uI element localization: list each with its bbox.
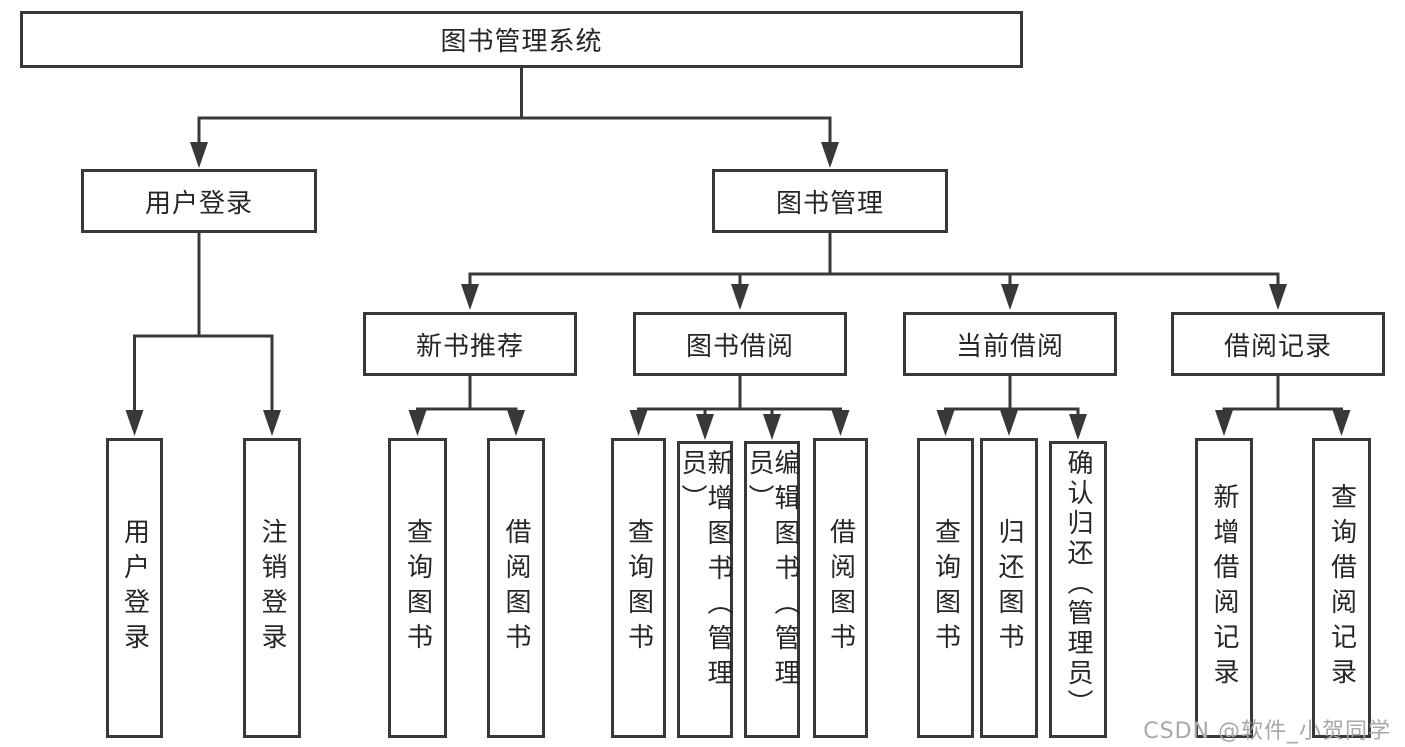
node-leaf-query-books-newrec: 查询图书 [388, 438, 447, 738]
watermark: CSDN @软件_小贺同学 [1143, 719, 1391, 744]
node-book-borrowing: 图书借阅 [633, 312, 847, 376]
node-current-borrowing: 当前借阅 [903, 312, 1117, 376]
node-leaf-add-borrow-record: 新增借阅记录 [1195, 438, 1253, 738]
node-new-book-recommendation: 新书推荐 [363, 312, 577, 376]
node-borrowing-records: 借阅记录 [1171, 312, 1385, 376]
node-leaf-query-books-borrow: 查询图书 [611, 438, 666, 738]
node-book-management: 图书管理 [712, 169, 948, 233]
node-leaf-add-book-admin: 新增图书（管理员） [677, 441, 733, 738]
node-leaf-confirm-return-admin: 确认归还（管理员） [1049, 441, 1107, 738]
node-leaf-logout: 注销登录 [243, 438, 301, 738]
node-leaf-query-borrow-record: 查询借阅记录 [1312, 438, 1371, 738]
node-user-login: 用户登录 [81, 169, 317, 233]
node-leaf-borrow-books-borrow: 借阅图书 [813, 438, 868, 738]
node-leaf-edit-book-admin: 编辑图书（管理员） [744, 441, 800, 738]
node-leaf-borrow-books-newrec: 借阅图书 [487, 438, 545, 738]
node-leaf-user-login: 用户登录 [106, 438, 163, 738]
node-library-management-system: 图书管理系统 [20, 11, 1023, 68]
node-leaf-return-books: 归还图书 [980, 438, 1038, 738]
node-leaf-query-books-current: 查询图书 [917, 438, 974, 738]
